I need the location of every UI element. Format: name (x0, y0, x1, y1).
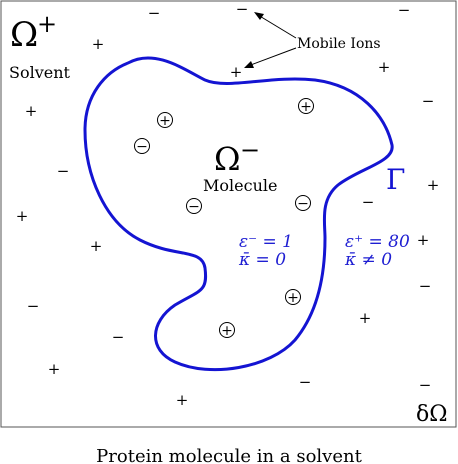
plus-ion: + (230, 63, 243, 81)
minus-ion: − (112, 328, 125, 346)
omega-plus-superscript: + (37, 10, 57, 38)
svg-text:+: + (300, 99, 312, 115)
plus-ion: + (92, 35, 105, 53)
solvent-ions: + + + + + + + + + + + (16, 35, 440, 409)
molecule-label: Molecule (203, 176, 277, 195)
omega-plus-label: Ω (10, 15, 38, 55)
mobile-ions-arrow-lower (247, 47, 297, 67)
fixed-charges: + + − − − + + (134, 98, 314, 339)
fixed-positive-charge: + (219, 322, 235, 339)
plus-ion: + (427, 176, 440, 194)
fixed-positive-charge: + (298, 98, 314, 115)
svg-text:−: − (297, 196, 309, 212)
minus-ion: − (299, 373, 312, 391)
fixed-negative-charge: − (295, 195, 311, 212)
minus-ion: − (236, 0, 249, 18)
plus-ion: + (176, 391, 189, 409)
domain-frame (0, 0, 457, 428)
plus-ion: + (417, 231, 430, 249)
solvent-label: Solvent (9, 63, 71, 82)
figure-caption: Protein molecule in a solvent (96, 446, 362, 464)
delta-omega-label: δΩ (416, 402, 448, 427)
minus-ion: − (362, 193, 375, 211)
fixed-positive-charge: + (157, 112, 173, 129)
solvent-ions-negative: − − − − − − − − − − − (27, 0, 435, 394)
svg-text:+: + (159, 113, 171, 129)
minus-ion: − (419, 277, 432, 295)
arrow-head-lower (244, 61, 254, 68)
molecule-boundary (83, 56, 394, 372)
fixed-negative-charge: − (186, 198, 202, 215)
minus-ion: − (148, 4, 161, 22)
minus-ion: − (398, 1, 411, 19)
fixed-negative-charge: − (134, 138, 150, 155)
minus-ion: − (27, 297, 40, 315)
plus-ion: + (48, 360, 61, 378)
omega-minus-label: Ω (214, 140, 241, 178)
gamma-label: Γ (386, 163, 405, 196)
mobile-ions-label: Mobile Ions (297, 36, 381, 52)
arrow-head-upper (254, 12, 264, 20)
minus-ion: − (419, 376, 432, 394)
plus-ion: + (359, 309, 372, 327)
svg-text:+: + (221, 323, 233, 339)
inner-permittivity: ε⁻ = 1 (239, 232, 293, 252)
plus-ion: + (25, 102, 38, 120)
svg-text:−: − (188, 199, 200, 215)
plus-ion: + (90, 237, 103, 255)
mobile-ions-arrow-upper (257, 14, 297, 39)
omega-minus-superscript: − (240, 136, 260, 164)
minus-ion: − (57, 162, 70, 180)
fixed-positive-charge: + (285, 289, 301, 306)
plus-ion: + (378, 58, 391, 76)
outer-kappa: κ̄ ≠ 0 (344, 250, 392, 270)
outer-permittivity: ε⁺ = 80 (345, 232, 410, 252)
svg-text:+: + (287, 290, 299, 306)
svg-text:−: − (136, 139, 148, 155)
inner-kappa: κ̄ = 0 (238, 250, 286, 270)
plus-ion: + (16, 207, 29, 225)
minus-ion: − (422, 92, 435, 110)
